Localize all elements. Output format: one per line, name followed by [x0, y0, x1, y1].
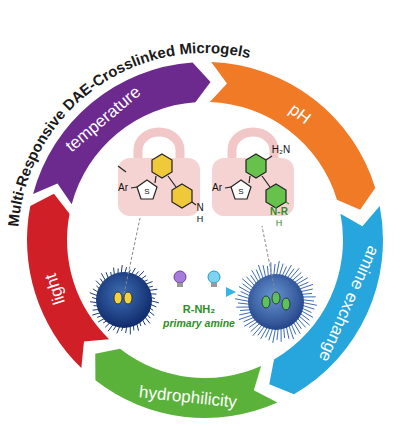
microgel-hair	[235, 261, 317, 343]
microgel-swollen	[248, 274, 304, 330]
atom-label: Ar	[118, 183, 128, 193]
atom-label: N	[196, 203, 203, 213]
atom-label: S	[144, 188, 149, 196]
microgel-collapsed	[96, 272, 152, 328]
reaction-arrow	[164, 271, 236, 297]
zoom-line	[262, 226, 276, 296]
atom-label: Ar	[212, 183, 222, 193]
zoom-line	[124, 218, 140, 294]
ring-band	[95, 349, 277, 418]
ring-band	[27, 194, 109, 368]
ring-band	[269, 206, 383, 394]
title-arc: Multi-Responsive DAE-Crosslinked Microge…	[4, 39, 252, 227]
reagent-label: R-NH₂	[183, 304, 215, 315]
atom-label: H	[197, 215, 204, 224]
atom-label: H	[276, 219, 283, 228]
dae-unit	[124, 292, 132, 304]
microgel-hair	[90, 265, 159, 334]
title-text: Multi-Responsive DAE-Crosslinked Microge…	[4, 39, 252, 227]
atom-label: H₂N	[272, 145, 290, 155]
lock-pocket	[212, 132, 294, 216]
ring-bands	[27, 62, 383, 418]
lock-pocket	[118, 132, 200, 216]
reagent-label: primary amine	[163, 318, 235, 329]
atom-label: S	[238, 188, 243, 196]
dae-unit	[262, 296, 270, 308]
atom-label: N-R	[270, 207, 288, 217]
molecule-closed	[225, 154, 289, 208]
dae-unit	[114, 292, 122, 304]
molecule-open	[118, 154, 196, 208]
dae-unit	[282, 298, 290, 310]
